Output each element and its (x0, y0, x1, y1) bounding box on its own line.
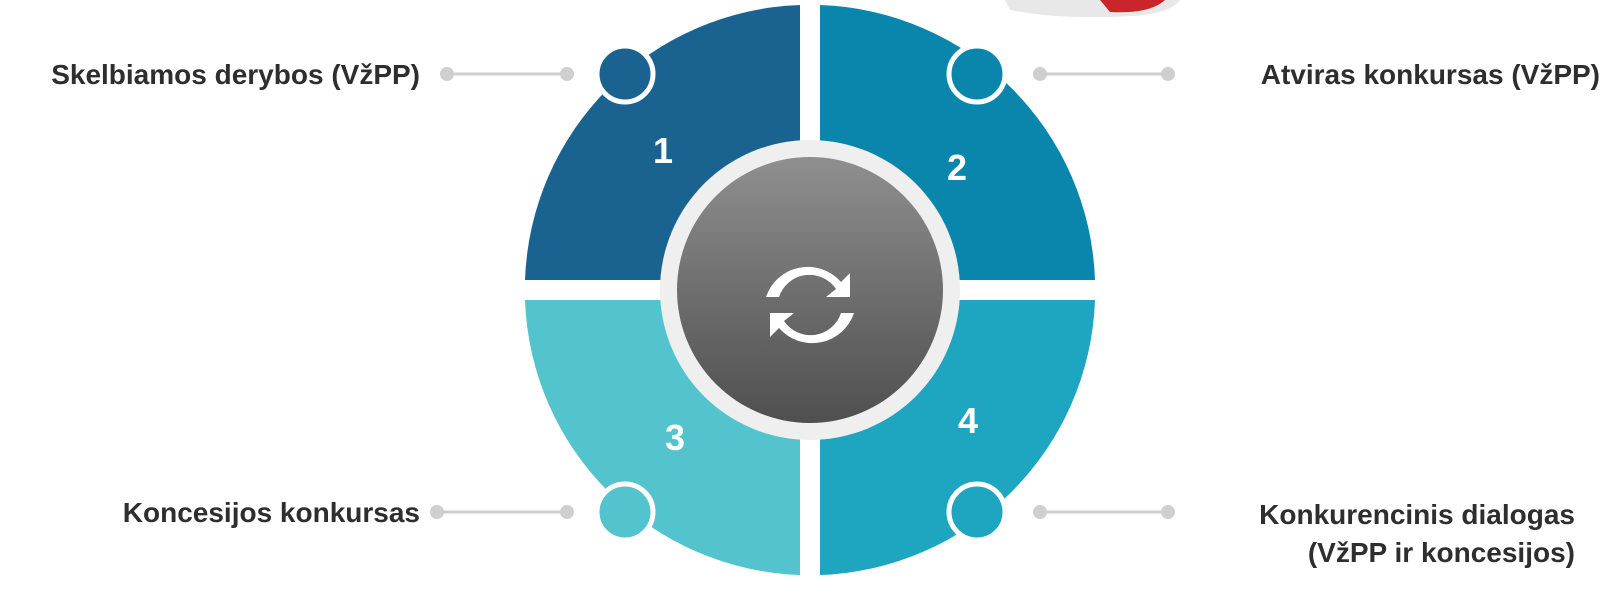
node-4 (946, 481, 1008, 543)
connector-3 (430, 505, 574, 519)
segment-label-4-line-2: (VžPP ir koncesijos) (1307, 537, 1575, 568)
segment-label-1: Skelbiamos derybos (VžPP) (51, 59, 420, 90)
connector-1 (440, 67, 574, 81)
node-3 (594, 481, 656, 543)
connector-2 (1033, 67, 1175, 81)
node-2 (946, 43, 1008, 105)
center-circle (677, 157, 943, 423)
segment-label-2: Atviras konkursas (VžPP) (1260, 59, 1600, 90)
node-1 (594, 43, 656, 105)
segment-number-4: 4 (958, 400, 978, 441)
segment-label-4: Konkurencinis dialogas (VžPP ir koncesij… (1259, 496, 1575, 572)
segment-label-3: Koncesijos konkursas (122, 497, 420, 528)
segment-number-1: 1 (653, 130, 673, 171)
connector-4 (1033, 505, 1175, 519)
segment-number-2: 2 (947, 147, 967, 188)
segment-label-4-line-1: Konkurencinis dialogas (1259, 499, 1575, 530)
figure-decoration (1005, 0, 1180, 18)
refresh-icon (766, 266, 854, 344)
segment-number-3: 3 (665, 417, 685, 458)
